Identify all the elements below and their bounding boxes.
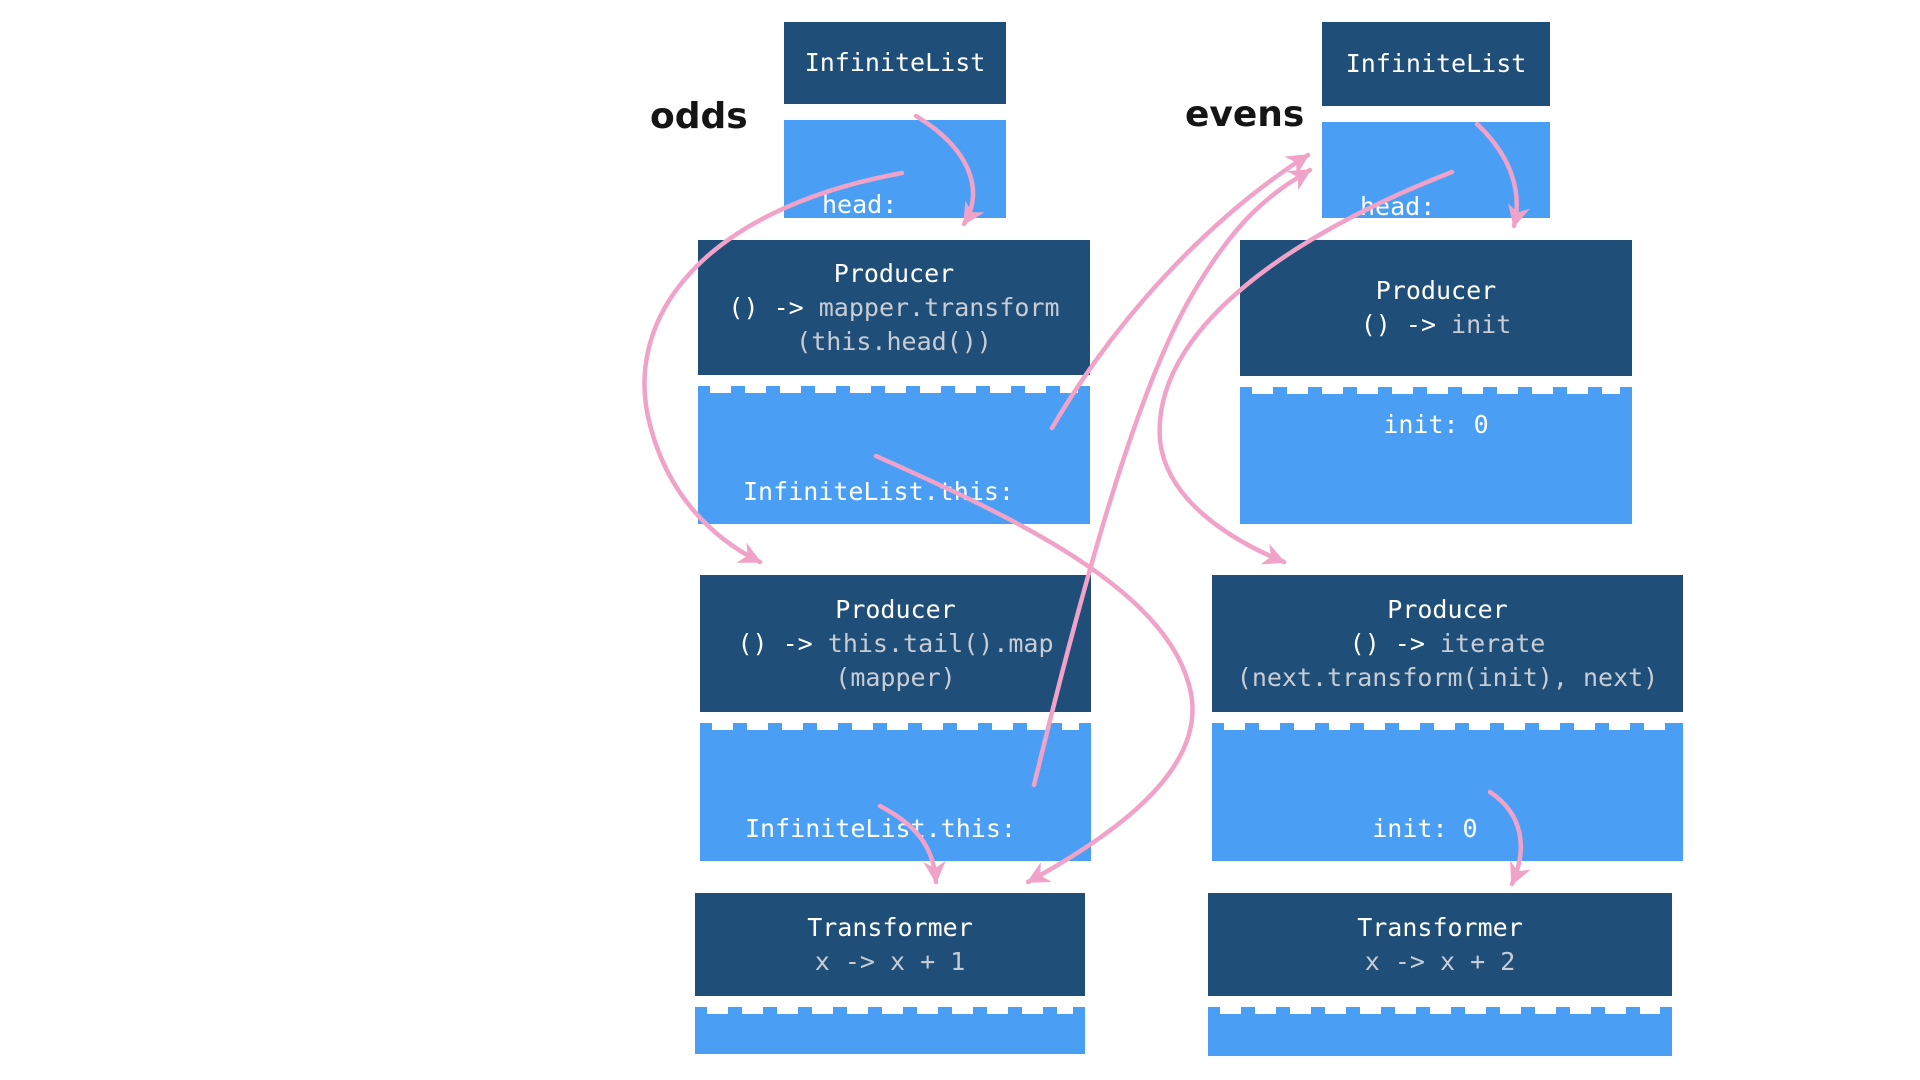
dashed-divider (1224, 723, 1671, 730)
node-header: InfiniteList (1322, 22, 1550, 106)
node-header: Producer () -> init (1240, 240, 1632, 376)
dashed-divider (1220, 1007, 1660, 1014)
code-grey: iterate (1439, 628, 1546, 658)
field-this: InfiniteList.this: (745, 814, 1016, 843)
field-head: head: (822, 190, 898, 219)
code-line: (next.transform(init), next) (1237, 661, 1658, 695)
node-header: Producer () -> mapper.transform (this.he… (698, 240, 1090, 375)
code-grey: x -> x + 2 (1364, 946, 1516, 976)
node-body: InfiniteList.this: mapper: (700, 723, 1091, 945)
code-line: () -> iterate (1350, 627, 1546, 661)
field-list: init: 0 (1240, 408, 1632, 442)
node-title: InfiniteList (1345, 49, 1527, 78)
code-grey: mapper.transform (818, 292, 1060, 322)
dashed-divider (1252, 387, 1620, 394)
node-body: init: 0 (1240, 387, 1632, 524)
node-title: Producer (1375, 276, 1497, 305)
node-title: Transformer (807, 912, 973, 942)
node-header: Producer () -> iterate (next.transform(i… (1212, 575, 1683, 712)
code-grey: this.tail().map (827, 628, 1054, 658)
code-line: () -> this.tail().map (737, 627, 1053, 661)
code-line: x -> x + 2 (1365, 945, 1516, 979)
code-white: () -> (728, 292, 819, 322)
node-title: Producer (835, 594, 956, 624)
node-header: Transformer x -> x + 2 (1208, 893, 1672, 996)
node-title: Producer (1387, 594, 1508, 624)
evens-label: evens (1185, 94, 1305, 135)
odds-infinitelist-node: InfiniteList head: tail: (784, 22, 1006, 321)
evens-tail-producer-node: Producer () -> iterate (next.transform(i… (1212, 575, 1683, 945)
node-title: Producer (833, 258, 955, 288)
code-line: () -> init (1361, 308, 1512, 342)
node-body: head: tail: (784, 120, 1006, 321)
evens-infinitelist-node: InfiniteList head: tail: (1322, 22, 1550, 323)
code-line: (this.head()) (796, 325, 992, 359)
dashed-divider (710, 386, 1078, 393)
node-body: head: tail: (1322, 122, 1550, 323)
evens-head-producer-node: Producer () -> init init: 0 (1240, 240, 1632, 524)
code-line: x -> x + 1 (815, 945, 966, 979)
node-body (1208, 1007, 1672, 1056)
dashed-divider (712, 723, 1079, 730)
node-title: Transformer (1357, 912, 1523, 942)
field-head: head: (1360, 192, 1436, 221)
field-init: init: 0 (1372, 814, 1478, 843)
field-init: init: 0 (1383, 410, 1489, 439)
node-header: Transformer x -> x + 1 (695, 893, 1085, 996)
node-header: InfiniteList (784, 22, 1006, 104)
code-grey: (this.head()) (796, 326, 992, 356)
code-grey: init (1451, 310, 1512, 339)
code-grey: (mapper) (835, 662, 956, 692)
code-grey: (next.transform(init), next) (1236, 662, 1659, 692)
code-line: (mapper) (835, 661, 955, 695)
dashed-divider (707, 1007, 1073, 1014)
evens-transformer-node: Transformer x -> x + 2 (1208, 893, 1672, 1056)
code-line: () -> mapper.transform (728, 291, 1059, 325)
code-white: () -> (1360, 310, 1452, 339)
node-body: init: 0 next: (1212, 723, 1683, 945)
odds-head-producer-node: Producer () -> mapper.transform (this.he… (698, 240, 1090, 608)
odds-tail-producer-node: Producer () -> this.tail().map (mapper) … (700, 575, 1091, 945)
code-grey: x -> x + 1 (814, 946, 966, 976)
field-this: InfiniteList.this: (743, 477, 1014, 506)
code-white: () -> (1349, 628, 1440, 658)
node-title: InfiniteList (804, 48, 986, 77)
node-body (695, 1007, 1085, 1054)
code-white: () -> (737, 628, 828, 658)
node-header: Producer () -> this.tail().map (mapper) (700, 575, 1091, 712)
odds-label: odds (650, 96, 748, 137)
odds-transformer-node: Transformer x -> x + 1 (695, 893, 1085, 1054)
node-body: InfiniteList.this: mapper: (698, 386, 1090, 608)
